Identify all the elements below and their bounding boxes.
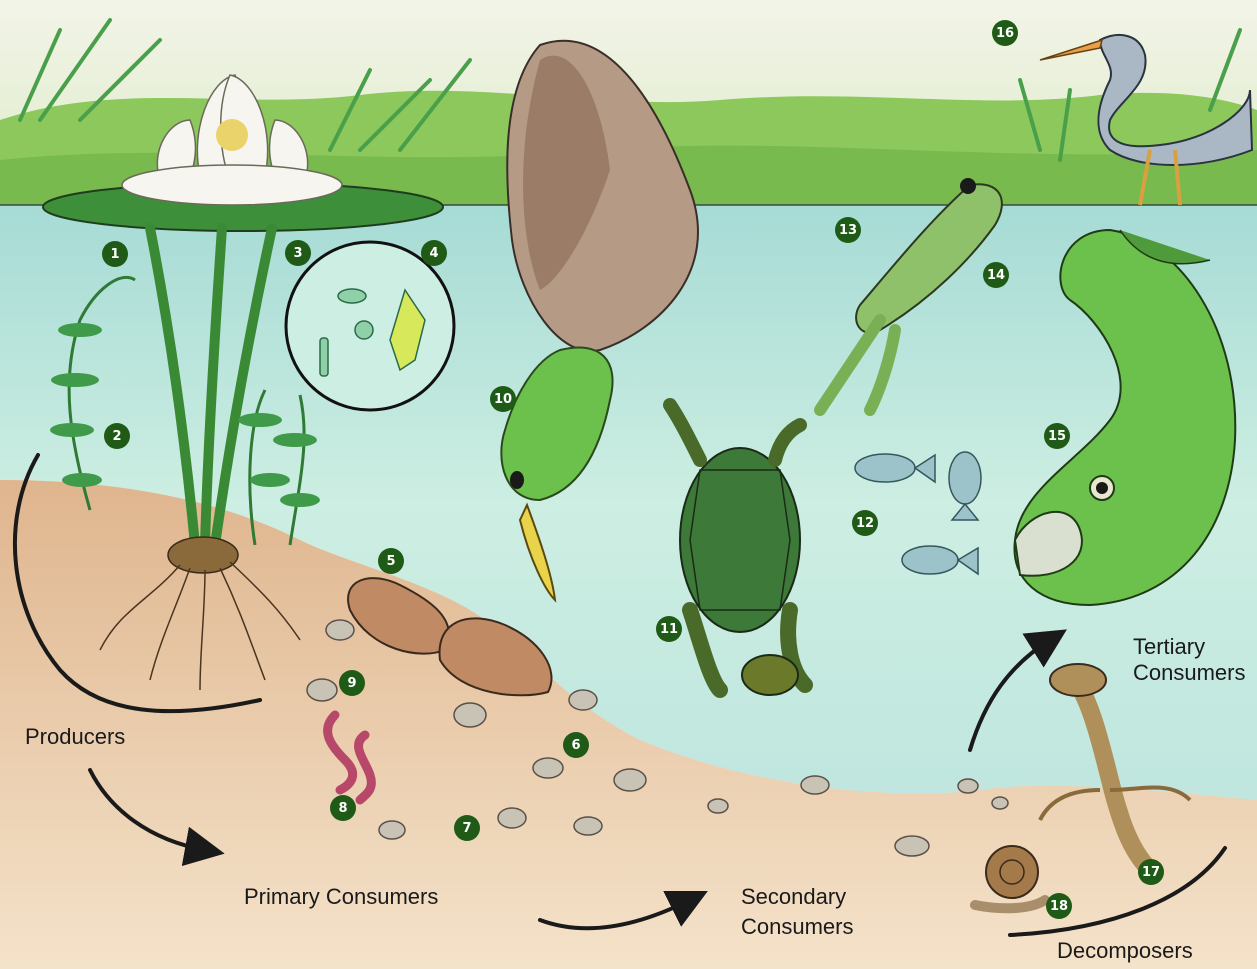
marker-14: 14 <box>983 262 1009 288</box>
marker-3: 3 <box>285 240 311 266</box>
label-producers: Producers <box>25 722 125 752</box>
marker-1: 1 <box>102 241 128 267</box>
marker-5: 5 <box>378 548 404 574</box>
label-decomposers: Decomposers <box>1057 936 1193 966</box>
label-primary-consumers: Primary Consumers <box>244 882 438 912</box>
marker-11: 11 <box>656 616 682 642</box>
marker-2: 2 <box>104 423 130 449</box>
marker-4: 4 <box>421 240 447 266</box>
marker-13: 13 <box>835 217 861 243</box>
marker-9: 9 <box>339 670 365 696</box>
marker-12: 12 <box>852 510 878 536</box>
marker-16: 16 <box>992 20 1018 46</box>
marker-8: 8 <box>330 795 356 821</box>
label-secondary-consumers-line2: Consumers <box>741 912 853 942</box>
marker-10: 10 <box>490 386 516 412</box>
marker-18: 18 <box>1046 893 1072 919</box>
label-secondary-consumers-line1: Secondary <box>741 882 846 912</box>
label-tertiary-consumers-line2: Consumers <box>1133 658 1245 688</box>
marker-17: 17 <box>1138 859 1164 885</box>
marker-7: 7 <box>454 815 480 841</box>
marker-6: 6 <box>563 732 589 758</box>
marker-15: 15 <box>1044 423 1070 449</box>
